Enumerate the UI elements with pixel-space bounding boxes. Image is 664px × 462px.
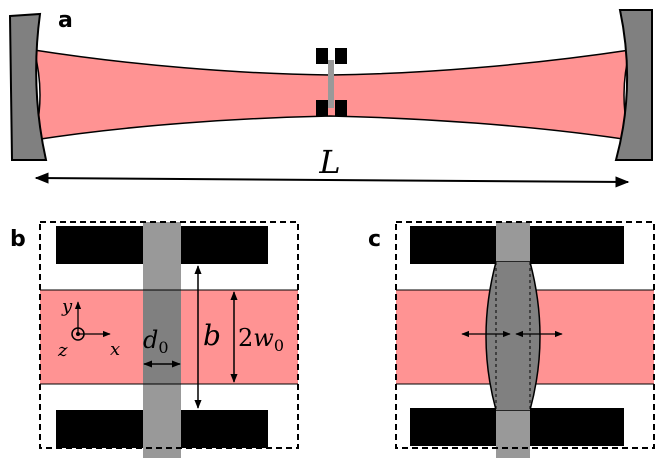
- beam-waist-symbol: w: [253, 324, 274, 352]
- panel-b-frame: [39, 221, 299, 449]
- z-axis-circle: [71, 327, 85, 341]
- membrane-b-overlap: [143, 290, 181, 384]
- length-label: L: [318, 143, 340, 181]
- y-axis-label: y: [61, 296, 73, 317]
- x-axis-label: x: [110, 339, 120, 360]
- electrode-a-bottom-left: [316, 100, 328, 116]
- beam-waist-prefix: 2: [238, 324, 253, 352]
- beam-waist-subscript: 0: [274, 336, 284, 355]
- right-mirror: [614, 9, 653, 161]
- beam-waist-label: 2w0: [238, 324, 284, 355]
- panel-a: a L: [8, 8, 653, 188]
- coordinate-axes: y x z: [57, 296, 120, 361]
- electrode-a-top-left: [316, 48, 328, 64]
- panel-c: c: [368, 221, 655, 458]
- membrane-c-core: [496, 262, 530, 410]
- panel-b-label: b: [10, 227, 26, 252]
- membrane-a: [328, 60, 334, 108]
- length-arrow: [34, 172, 630, 188]
- thickness-label: d0: [143, 326, 169, 357]
- electrode-a-top-right: [335, 48, 347, 64]
- electrode-a-bottom-right: [335, 100, 347, 116]
- z-axis-dot: [76, 332, 80, 336]
- panel-c-frame: [395, 221, 655, 449]
- left-mirror: [8, 12, 48, 161]
- panel-a-label: a: [58, 8, 73, 33]
- z-axis-label: z: [57, 340, 68, 361]
- electrode-gap-label: b: [203, 319, 221, 352]
- thickness-subscript: 0: [158, 338, 168, 357]
- panel-b: b y x z d0 b: [10, 221, 299, 458]
- panel-c-label: c: [368, 227, 381, 252]
- thickness-symbol: d: [143, 326, 158, 354]
